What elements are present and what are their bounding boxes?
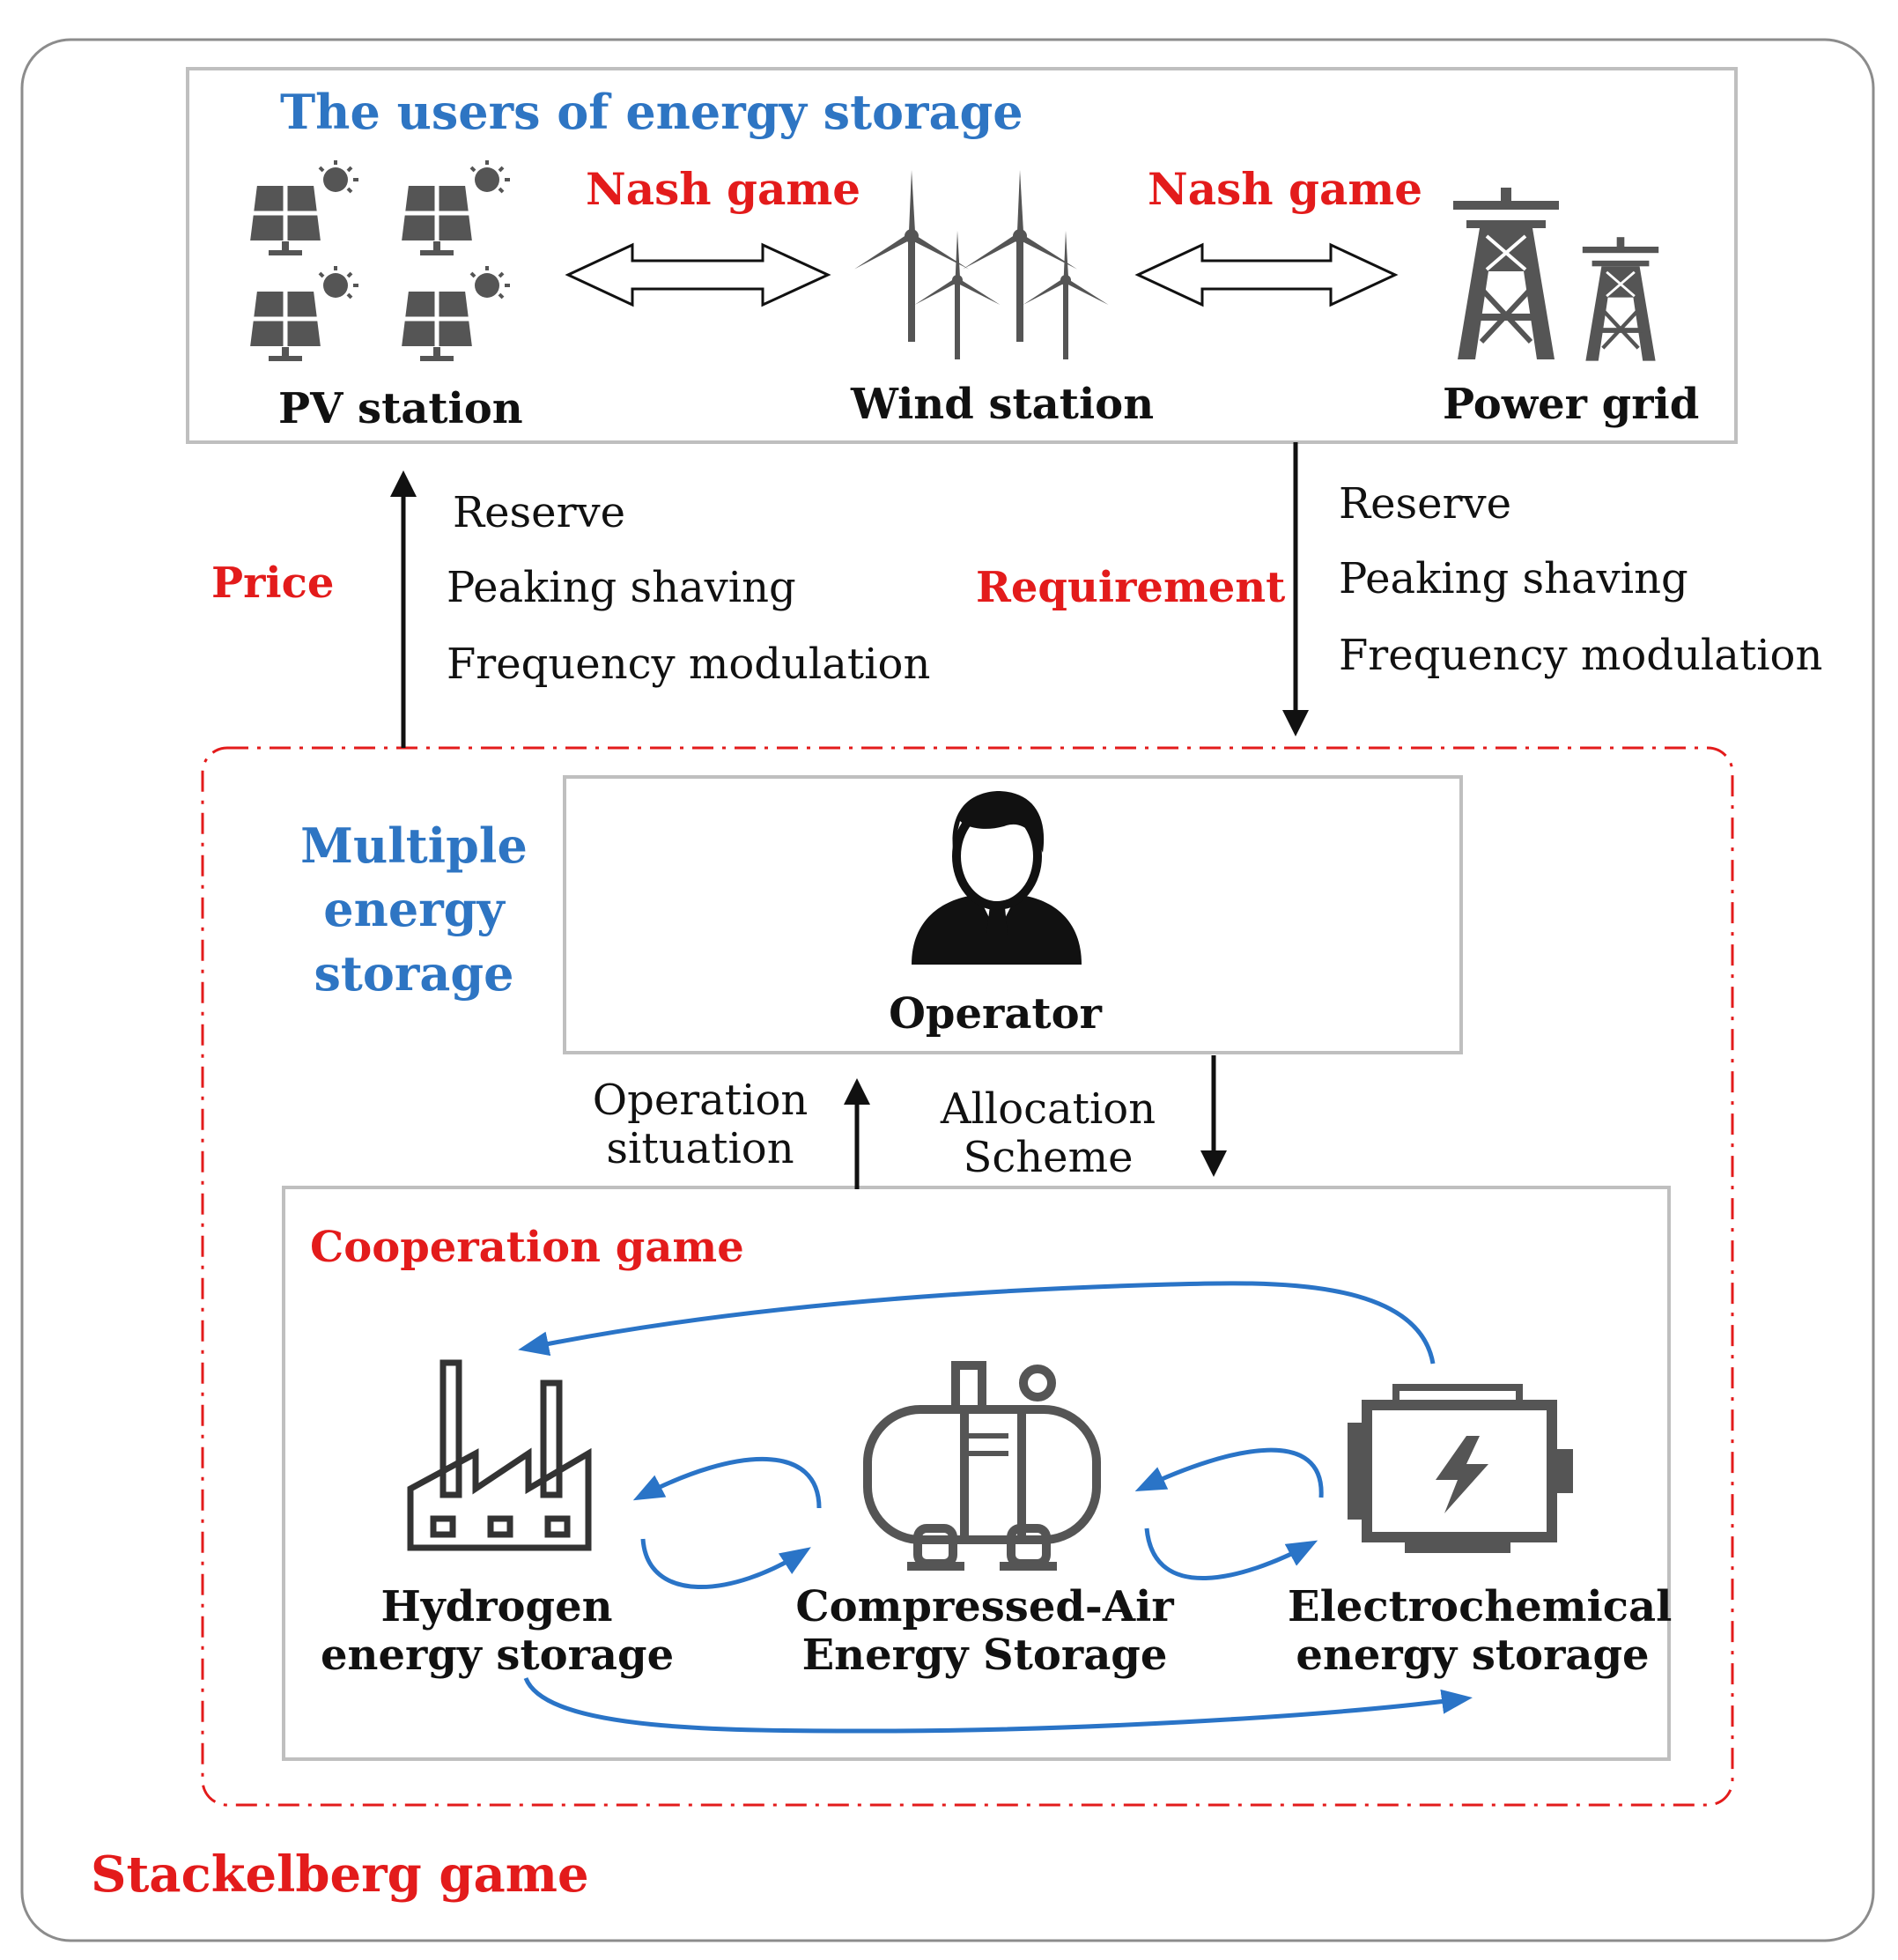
left-service-peaking: Peaking shaving [447, 563, 796, 612]
left-service-reserve: Reserve [453, 488, 626, 537]
multiple-energy-storage-line2: energy [323, 881, 505, 937]
multiple-storage-box [201, 746, 1734, 1807]
price-label: Price [211, 558, 335, 608]
cooperation-box [282, 1186, 1671, 1761]
air-compressor-icon [863, 1361, 1101, 1571]
arrow-caes-to-hydrogen [632, 1457, 822, 1509]
factory-icon [407, 1359, 592, 1551]
hydrogen-label-line1: Hydrogen [380, 1582, 613, 1631]
battery-motor-icon [1348, 1384, 1573, 1553]
operation-situation-line2: situation [606, 1124, 794, 1173]
hydrogen-label-line2: energy storage [321, 1631, 675, 1680]
right-service-frequency: Frequency modulation [1339, 631, 1823, 680]
users-title: The users of energy storage [280, 84, 1023, 140]
outer-frame [20, 38, 1875, 1942]
operator-box [563, 775, 1463, 1054]
cooperation-arrows [518, 1281, 1473, 1734]
power-grid-label: Power grid [1443, 380, 1700, 429]
nash-game-right-label: Nash game [1148, 163, 1423, 215]
requirement-label: Requirement [976, 563, 1286, 612]
right-service-peaking: Peaking shaving [1339, 554, 1688, 603]
wind-turbine-icon [853, 170, 1110, 359]
allocation-scheme-line1: Allocation [940, 1084, 1156, 1134]
operator-label: Operator [889, 989, 1102, 1039]
multiple-energy-storage-line3: storage [314, 945, 514, 1002]
cooperation-game-label: Cooperation game [310, 1223, 744, 1272]
multiple-energy-storage-line1: Multiple [300, 817, 528, 874]
right-service-reserve: Reserve [1339, 479, 1512, 529]
users-box [186, 67, 1738, 444]
pv-station-label: PV station [278, 384, 523, 433]
electro-label-line2: energy storage [1296, 1631, 1650, 1680]
arrow-electro-to-caes [1134, 1447, 1324, 1498]
stackelberg-game-label: Stackelberg game [91, 1845, 589, 1904]
caes-label-line2: Energy Storage [801, 1631, 1168, 1680]
arrow-caes-to-electro [1144, 1527, 1318, 1581]
solar-panel-icon [249, 160, 510, 361]
operation-situation-line1: Operation [592, 1076, 809, 1125]
allocation-scheme-line2: Scheme [963, 1133, 1134, 1182]
nash-double-arrow-left [565, 242, 831, 307]
arrow-hydrogen-to-electro [523, 1676, 1473, 1734]
nash-game-left-label: Nash game [586, 163, 861, 215]
nash-double-arrow-right [1134, 242, 1399, 307]
arrow-electro-to-hydrogen [518, 1281, 1436, 1365]
wind-station-label: Wind station [851, 380, 1155, 429]
electro-label-line1: Electrochemical [1288, 1582, 1673, 1631]
operator-icon [912, 791, 1082, 965]
caes-label-line1: Compressed-Air [795, 1582, 1174, 1631]
arrow-hydrogen-to-caes [640, 1538, 811, 1590]
left-service-frequency: Frequency modulation [447, 640, 931, 689]
power-tower-icon [1453, 188, 1658, 361]
